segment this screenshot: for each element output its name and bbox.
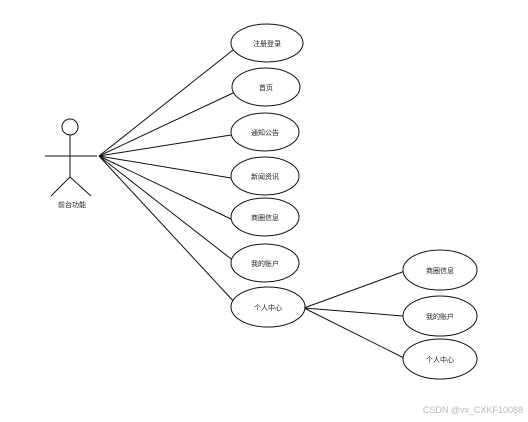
use-case-ellipse <box>230 286 306 328</box>
actor-right-leg <box>69 176 92 197</box>
association-line <box>98 155 234 221</box>
sub-association-line <box>303 307 404 317</box>
use-case-ellipse <box>230 112 300 152</box>
use-case-ellipse <box>402 295 478 337</box>
use-case-ellipse <box>231 67 301 107</box>
sub-use-case-my-account: 我的账户 <box>402 295 478 337</box>
use-case-ellipse <box>230 156 300 196</box>
association-line <box>98 134 232 157</box>
association-line <box>98 49 234 157</box>
use-case-label: 商圈信息 <box>251 213 279 222</box>
use-case-notices: 通知公告 <box>230 112 300 152</box>
actor-label: 前台功能 <box>58 200 86 209</box>
association-line <box>98 155 232 179</box>
actor-left-leg <box>50 176 71 197</box>
watermark: CSDN @vx_CXKF10088 <box>423 405 523 415</box>
use-case-ellipse <box>230 243 300 283</box>
use-case-label: 商圈信息 <box>426 266 454 275</box>
use-case-ellipse <box>402 249 478 291</box>
use-case-label: 注册登录 <box>253 39 281 48</box>
use-case-personal-center: 个人中心 <box>230 286 306 328</box>
use-case-label: 我的账户 <box>251 259 279 268</box>
use-case-group: 注册登录 首页 通知公告 新闻资讯 商圈信息 我的账户 个人中心 <box>230 23 306 328</box>
use-case-news: 新闻资讯 <box>230 156 300 196</box>
association-line <box>98 92 234 157</box>
use-case-home: 首页 <box>231 67 301 107</box>
sub-associations <box>303 270 407 360</box>
use-case-business-district: 商圈信息 <box>230 197 300 237</box>
actor-figure: 前台功能 <box>45 118 97 209</box>
actor-head <box>61 118 79 136</box>
sub-use-case-group: 商圈信息 我的账户 个人中心 <box>402 249 478 380</box>
use-case-label: 通知公告 <box>251 128 279 137</box>
actor-associations <box>98 49 237 305</box>
use-case-ellipse <box>230 197 300 237</box>
use-case-ellipse <box>230 23 304 63</box>
association-line <box>98 155 236 263</box>
sub-association-line <box>303 307 407 360</box>
use-case-label: 首页 <box>259 83 273 92</box>
sub-use-case-business-district: 商圈信息 <box>402 249 478 291</box>
use-case-ellipse <box>402 338 478 380</box>
use-case-label: 个人中心 <box>426 355 454 364</box>
use-case-label: 我的账户 <box>426 312 454 321</box>
sub-association-line <box>303 270 406 309</box>
sub-use-case-personal-center: 个人中心 <box>402 338 478 380</box>
use-case-register-login: 注册登录 <box>230 23 304 63</box>
association-line <box>98 155 237 305</box>
use-case-label: 新闻资讯 <box>251 172 279 181</box>
use-case-label: 个人中心 <box>254 303 282 312</box>
use-case-my-account: 我的账户 <box>230 243 300 283</box>
